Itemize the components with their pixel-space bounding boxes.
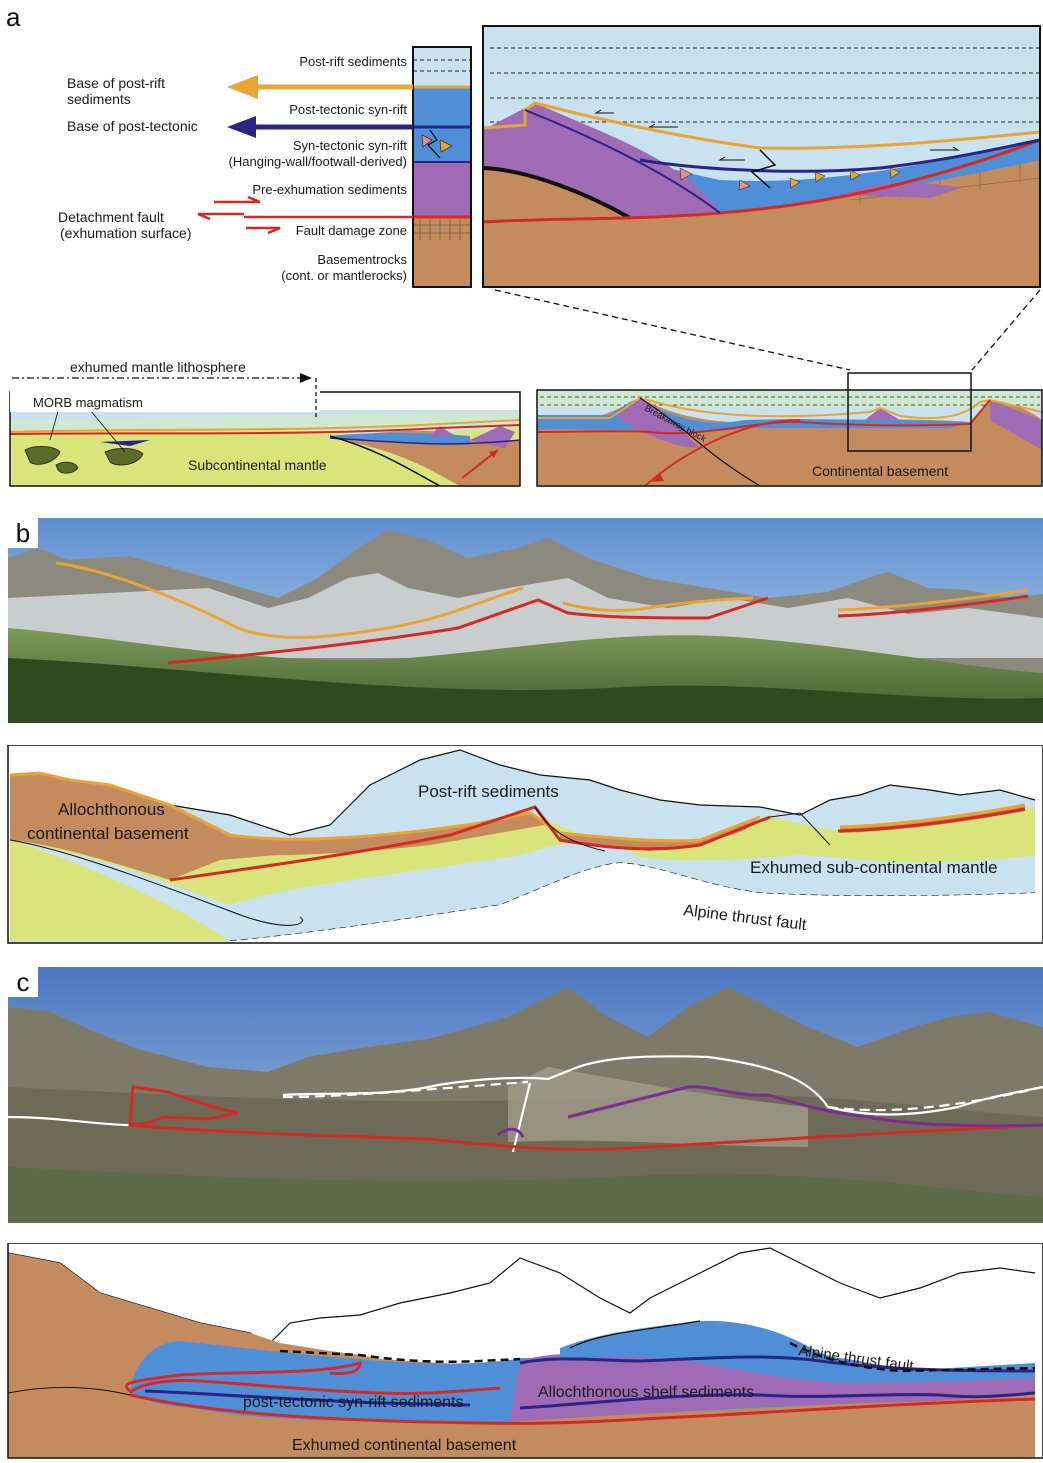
label-exhumed-mantle-lithosphere: exhumed mantle lithosphere <box>70 359 246 375</box>
panel-b-diagram: Allochthonous continental basement Post-… <box>7 745 1043 944</box>
stratigraphic-column <box>412 46 472 288</box>
label-continental-basement: Continental basement <box>812 463 948 479</box>
panel-b-letter-box: b <box>8 518 38 548</box>
label-base-post-rift-sub: sediments <box>67 91 131 107</box>
label-allochthonous: Allochthonous <box>58 800 165 819</box>
label-basement-rocks-sub: (cont. or mantlerocks) <box>281 268 407 283</box>
label-post-rift-sediments: Post-rift sediments <box>299 54 407 69</box>
label-detachment-fault: Detachment fault <box>58 209 164 225</box>
label-syn-tectonic: Syn-tectonic syn-rift <box>293 138 408 153</box>
label-allochthonous-shelf: Allochthonous shelf sediments <box>538 1384 754 1401</box>
zoomed-cross-section <box>482 25 1041 288</box>
detachment-half-arrows <box>197 195 413 235</box>
label-morb-magmatism: MORB magmatism <box>33 395 143 410</box>
panel-b-photo <box>8 518 1043 723</box>
label-post-tectonic: Post-tectonic syn-rift <box>289 102 407 117</box>
label-exhumed-sub-continental-mantle: Exhumed sub-continental mantle <box>750 858 998 877</box>
panel-a-letter: a <box>6 2 21 32</box>
label-pre-exhumation: Pre-exhumation sediments <box>252 182 407 197</box>
panel-c-photo <box>8 967 1043 1223</box>
label-fault-damage-zone: Fault damage zone <box>296 223 407 238</box>
label-syn-tectonic-sub: (Hanging-wall/footwall-derived) <box>229 154 407 169</box>
label-exhumed-continental-basement: Exhumed continental basement <box>292 1437 517 1454</box>
label-base-post-rift: Base of post-rift <box>67 75 165 91</box>
arrow-base-post-tectonic <box>227 116 413 138</box>
label-subcontinental-mantle: Subcontinental mantle <box>188 457 327 473</box>
label-post-tectonic-syn-rift: post-tectonic syn-rift sediments <box>243 1394 464 1411</box>
label-exhumation-surface: (exhumation surface) <box>60 225 192 241</box>
panel-c-diagram: post-tectonic syn-rift sediments Allocht… <box>7 1243 1043 1459</box>
section-continental-rift: Breakaway block <box>536 389 1043 487</box>
arrow-base-post-rift <box>227 75 413 99</box>
panel-a: a Post-rift sediments Post-tectonic syn-… <box>6 2 1043 487</box>
label-base-post-tectonic: Base of post-tectonic <box>67 118 198 134</box>
panel-b-letter: b <box>15 518 31 548</box>
label-post-rift-sediments-b: Post-rift sediments <box>418 782 559 801</box>
panel-c-letter-box: c <box>8 967 38 997</box>
label-basement-rocks: Basementrocks <box>317 252 407 267</box>
panel-c-letter: c <box>16 967 30 997</box>
label-allochthonous-basement: continental basement <box>27 824 189 843</box>
section-mantle-exhumation <box>9 391 521 487</box>
